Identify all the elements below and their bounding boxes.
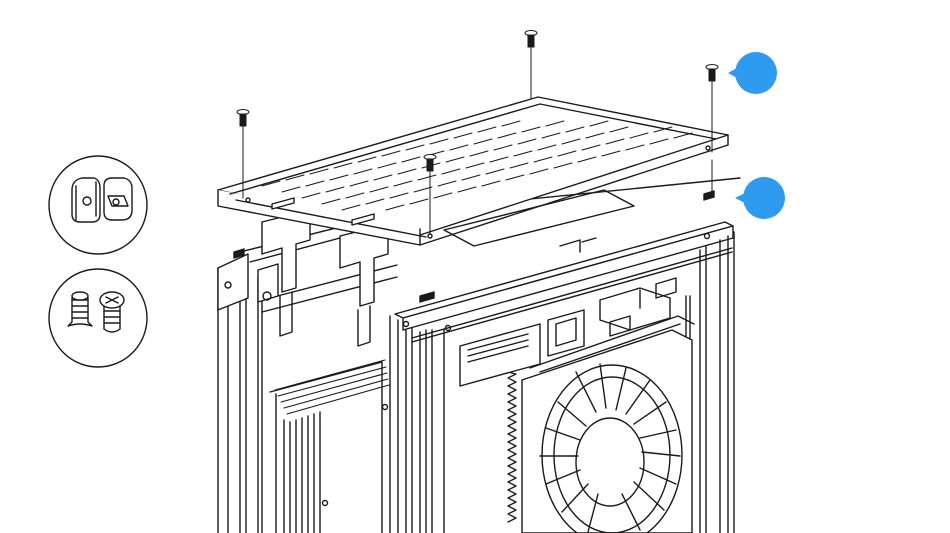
nut-pair-icon bbox=[49, 156, 147, 254]
callout-top-right-mount-point bbox=[735, 177, 785, 219]
top-right-screw bbox=[706, 65, 718, 193]
callout-top-right-screw bbox=[728, 52, 777, 94]
case-body bbox=[218, 178, 740, 533]
parts-legend bbox=[49, 156, 147, 367]
callouts bbox=[728, 52, 785, 219]
top-center-screw bbox=[525, 31, 537, 99]
screw-pair-icon bbox=[49, 269, 147, 367]
